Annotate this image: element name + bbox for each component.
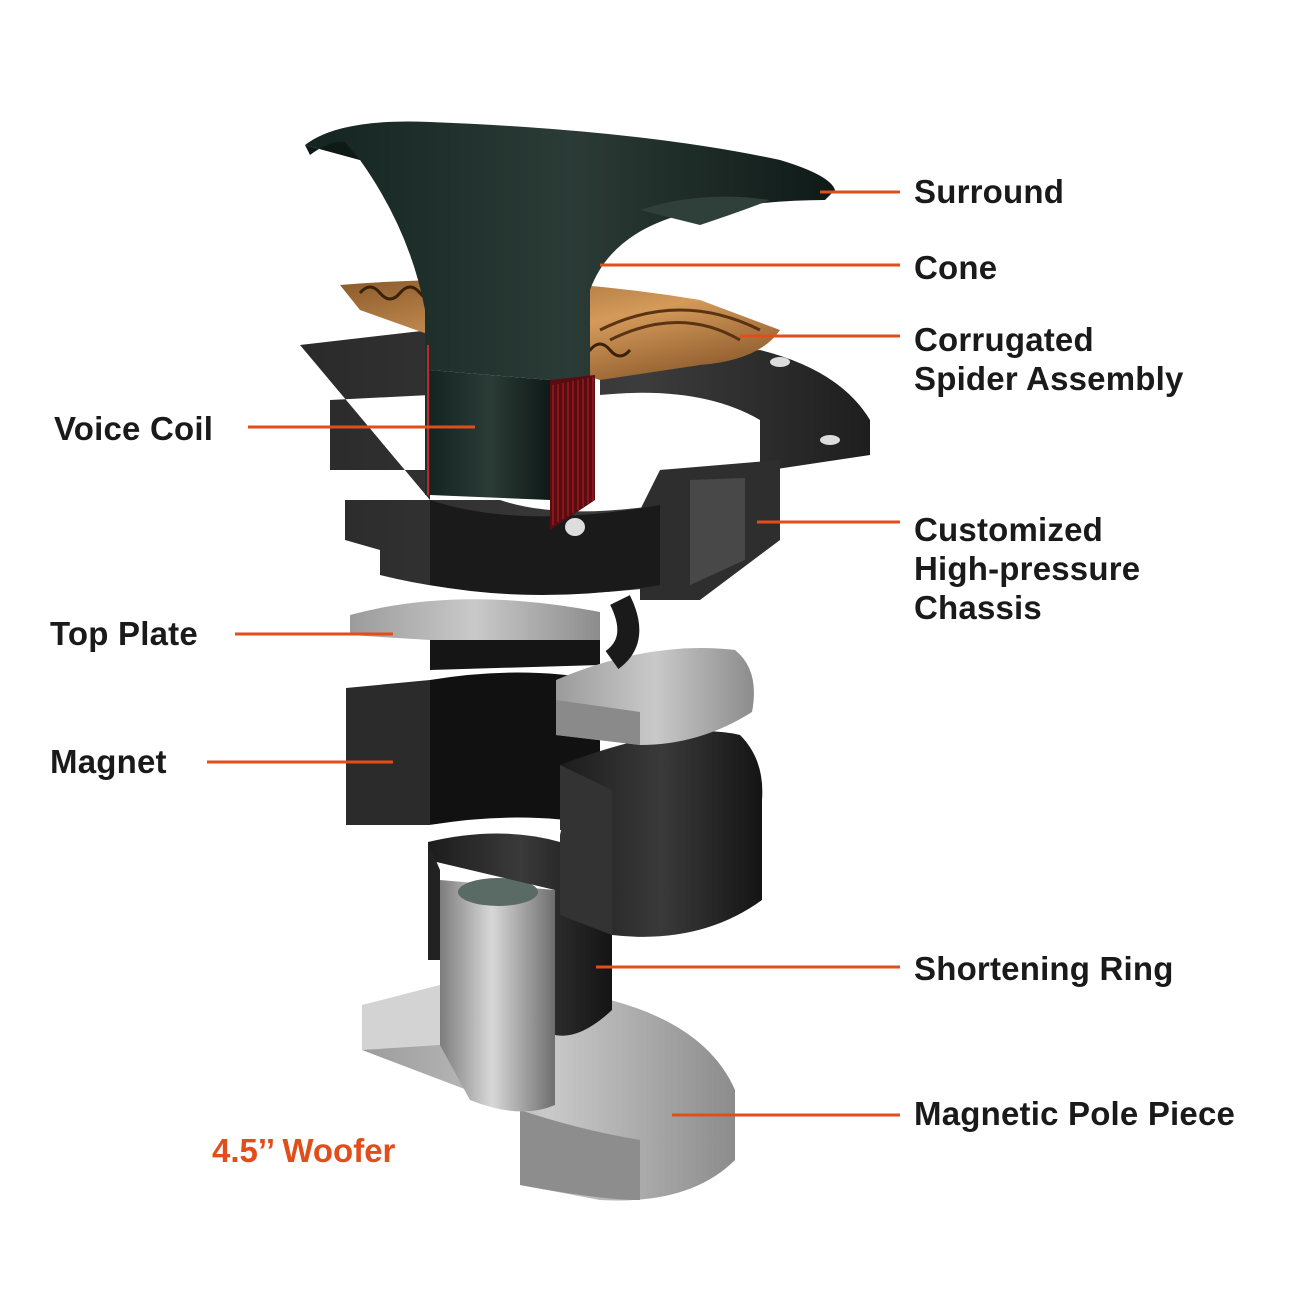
woofer-caption: 4.5’’ Woofer <box>212 1132 396 1169</box>
label-surround: Surround <box>914 173 1065 210</box>
label-voice-coil: Voice Coil <box>54 410 214 447</box>
chassis-part <box>300 330 870 669</box>
top-plate-part <box>350 599 754 745</box>
label-spider: Corrugated Spider Assembly <box>914 321 1184 397</box>
leader-lines <box>207 190 900 1117</box>
label-cone: Cone <box>914 249 998 286</box>
label-shortening-ring: Shortening Ring <box>914 950 1174 987</box>
label-magnet: Magnet <box>50 743 167 780</box>
label-pole-piece: Magnetic Pole Piece <box>914 1095 1236 1132</box>
label-top-plate: Top Plate <box>50 615 198 652</box>
pole-piece-part <box>362 878 735 1201</box>
cone-part <box>305 121 835 530</box>
label-chassis: Customized High-pressure Chassis <box>914 511 1141 626</box>
